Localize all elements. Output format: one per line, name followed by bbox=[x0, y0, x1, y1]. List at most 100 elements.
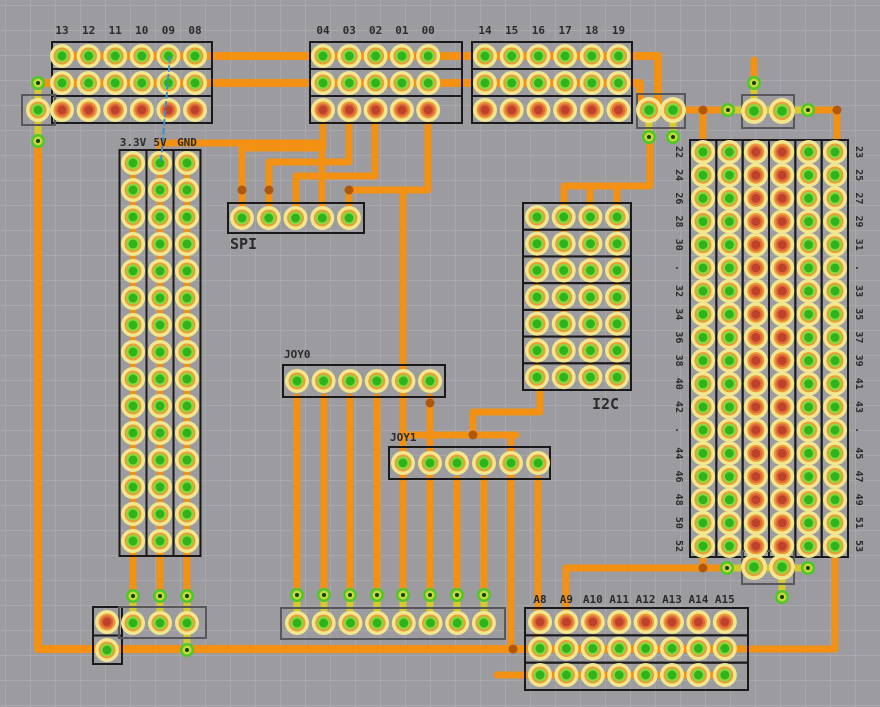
copper-trace[interactable] bbox=[34, 137, 729, 653]
pad-green[interactable] bbox=[796, 348, 821, 373]
pad-green[interactable] bbox=[717, 464, 742, 489]
pad-red[interactable] bbox=[743, 464, 768, 489]
component-outline[interactable] bbox=[280, 607, 506, 640]
header-spi[interactable] bbox=[227, 202, 365, 234]
pad-green[interactable] bbox=[175, 232, 199, 256]
pad-green[interactable] bbox=[605, 365, 630, 390]
pad-green[interactable] bbox=[175, 313, 199, 337]
pad-red[interactable] bbox=[580, 610, 605, 634]
copper-trace[interactable] bbox=[469, 373, 544, 439]
copper-trace[interactable] bbox=[562, 542, 707, 626]
pad-red[interactable] bbox=[473, 98, 497, 122]
pad-green[interactable] bbox=[50, 44, 74, 68]
pad-green[interactable] bbox=[605, 285, 630, 310]
pad-green[interactable] bbox=[175, 259, 199, 283]
pad-green[interactable] bbox=[551, 365, 576, 390]
pad-green[interactable] bbox=[605, 205, 630, 229]
pad-green[interactable] bbox=[103, 44, 128, 68]
pad-green[interactable] bbox=[129, 44, 154, 68]
pad-red[interactable] bbox=[743, 487, 768, 512]
pad-green[interactable] bbox=[636, 97, 662, 123]
pin-label[interactable]: A15 bbox=[715, 593, 735, 606]
pin-label[interactable]: 48 bbox=[673, 494, 684, 506]
pad-green[interactable] bbox=[183, 71, 207, 95]
pad-green[interactable] bbox=[365, 611, 390, 635]
pad-green[interactable] bbox=[148, 178, 172, 202]
pin-label[interactable]: A13 bbox=[662, 593, 682, 606]
pad-green[interactable] bbox=[691, 325, 715, 350]
pad-green[interactable] bbox=[769, 98, 795, 124]
pad-red[interactable] bbox=[770, 279, 795, 304]
component-outline[interactable] bbox=[282, 364, 446, 398]
pad-green[interactable] bbox=[691, 279, 715, 304]
pad-green[interactable] bbox=[175, 286, 199, 310]
pad-green[interactable] bbox=[472, 451, 496, 475]
pad-red[interactable] bbox=[743, 510, 768, 535]
pad-green[interactable] bbox=[633, 663, 658, 687]
via[interactable] bbox=[343, 588, 357, 602]
pad-red[interactable] bbox=[712, 610, 737, 634]
pad-green[interactable] bbox=[796, 209, 821, 234]
pad-green[interactable] bbox=[691, 534, 715, 559]
header-power-rails[interactable] bbox=[118, 149, 202, 557]
pad-green[interactable] bbox=[230, 206, 254, 230]
via[interactable] bbox=[180, 589, 194, 603]
pad-green[interactable] bbox=[363, 44, 388, 68]
header-i2c[interactable] bbox=[522, 202, 632, 391]
pad-green[interactable] bbox=[525, 365, 549, 390]
pad-green[interactable] bbox=[691, 464, 715, 489]
pad-green[interactable] bbox=[285, 611, 309, 635]
pad-green[interactable] bbox=[823, 325, 847, 350]
pad-green[interactable] bbox=[175, 475, 199, 499]
pad-red[interactable] bbox=[743, 279, 768, 304]
pad-red[interactable] bbox=[770, 487, 795, 512]
pad-green[interactable] bbox=[337, 206, 361, 230]
pad-green[interactable] bbox=[607, 636, 632, 661]
pad-green[interactable] bbox=[338, 611, 363, 635]
pin-label[interactable]: A9 bbox=[560, 593, 573, 606]
pad-green[interactable] bbox=[823, 487, 847, 512]
pad-green[interactable] bbox=[823, 394, 847, 419]
pin-label[interactable]: . bbox=[853, 427, 864, 433]
component-outline[interactable] bbox=[309, 95, 463, 124]
pad-green[interactable] bbox=[691, 487, 715, 512]
pad-red[interactable] bbox=[633, 610, 658, 634]
pad-red[interactable] bbox=[770, 302, 795, 327]
copper-trace[interactable] bbox=[560, 133, 654, 221]
pad-green[interactable] bbox=[363, 71, 388, 95]
pad-green[interactable] bbox=[121, 367, 145, 391]
pad-red[interactable] bbox=[579, 98, 604, 122]
pad-red[interactable] bbox=[743, 163, 768, 188]
pad-red[interactable] bbox=[553, 98, 578, 122]
pad-green[interactable] bbox=[686, 663, 711, 687]
pad-red[interactable] bbox=[311, 98, 335, 122]
pad-green[interactable] bbox=[660, 663, 684, 687]
pad-green[interactable] bbox=[712, 636, 737, 661]
pad-green[interactable] bbox=[26, 98, 50, 122]
pad-red[interactable] bbox=[770, 232, 795, 257]
pad-green[interactable] bbox=[499, 71, 524, 95]
pad-red[interactable] bbox=[770, 325, 795, 350]
copper-trace[interactable] bbox=[723, 542, 839, 653]
pad-green[interactable] bbox=[473, 44, 497, 68]
pad-green[interactable] bbox=[121, 151, 145, 175]
pad-green[interactable] bbox=[175, 529, 199, 553]
pad-green[interactable] bbox=[717, 510, 742, 535]
pin-label[interactable]: 27 bbox=[853, 192, 864, 204]
pin-label[interactable]: 11 bbox=[109, 24, 123, 37]
pin-label[interactable]: 45 bbox=[853, 447, 864, 459]
pad-green[interactable] bbox=[499, 44, 524, 68]
pad-red[interactable] bbox=[526, 98, 551, 122]
pad-green[interactable] bbox=[525, 258, 549, 283]
component-outline[interactable] bbox=[92, 634, 123, 665]
pad-red[interactable] bbox=[743, 209, 768, 234]
pin-label[interactable]: A10 bbox=[583, 593, 603, 606]
pin-label[interactable]: 35 bbox=[853, 308, 864, 320]
pin-label[interactable]: 40 bbox=[673, 378, 684, 390]
pad-red[interactable] bbox=[95, 610, 119, 634]
pad-green[interactable] bbox=[391, 611, 416, 635]
pad-green[interactable] bbox=[554, 636, 579, 661]
pad-green[interactable] bbox=[823, 140, 847, 164]
pad-green[interactable] bbox=[717, 232, 742, 257]
pad-green[interactable] bbox=[551, 285, 576, 310]
